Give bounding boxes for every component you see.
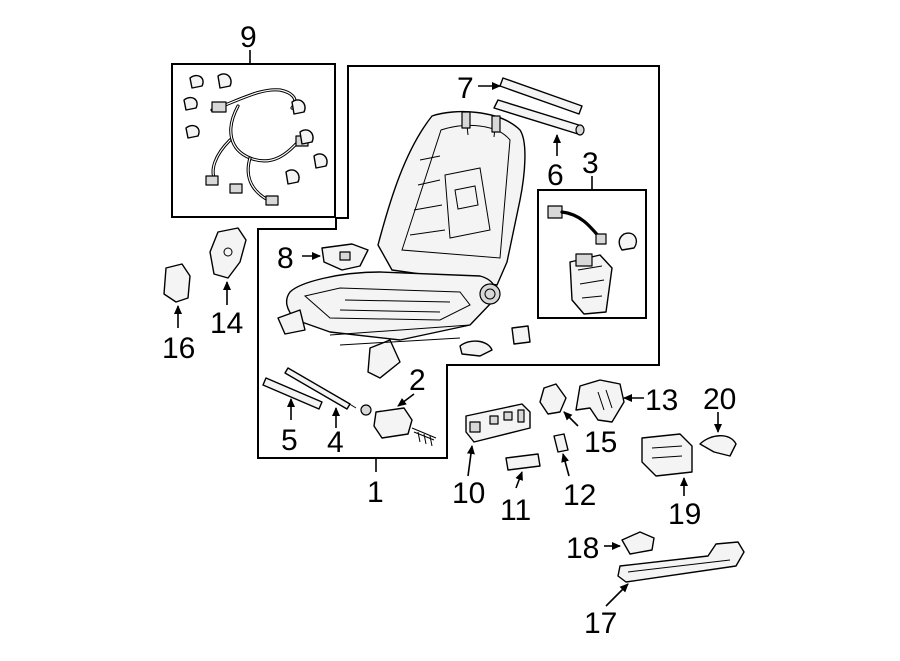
seat-cushion-frame bbox=[277, 271, 501, 379]
callout-13: 13 bbox=[645, 384, 678, 417]
callout-4: 4 bbox=[327, 426, 344, 459]
seat-back-frame bbox=[377, 111, 526, 286]
part-15-knob bbox=[539, 383, 567, 415]
callout-7: 7 bbox=[457, 72, 474, 105]
part-6-rod bbox=[493, 99, 585, 136]
callout-10: 10 bbox=[452, 477, 485, 510]
callout-17: 17 bbox=[584, 607, 617, 640]
part-20-cap bbox=[699, 435, 737, 457]
part-3-motor-assembly bbox=[547, 205, 638, 315]
part-7-rod bbox=[499, 77, 583, 115]
callout-2: 2 bbox=[409, 364, 426, 397]
callout-18: 18 bbox=[566, 532, 599, 565]
part-11-knob bbox=[505, 453, 541, 471]
seat-frame-group-box bbox=[257, 65, 660, 459]
part-19-module bbox=[641, 433, 693, 477]
clip-part bbox=[511, 325, 531, 345]
part-17-side-cover bbox=[617, 541, 745, 583]
part-10-switch bbox=[465, 403, 531, 443]
callout-9: 9 bbox=[240, 21, 257, 54]
callout-15: 15 bbox=[584, 426, 617, 459]
callout-11: 11 bbox=[500, 494, 531, 527]
part-14-cover bbox=[209, 227, 247, 279]
callout-6: 6 bbox=[547, 159, 564, 192]
callout-12: 12 bbox=[563, 479, 596, 512]
part-8-module bbox=[321, 243, 369, 271]
part-4-shaft bbox=[284, 367, 372, 416]
part-9-wiring-harness bbox=[183, 73, 328, 206]
part-9-box bbox=[171, 63, 336, 218]
part-16-cover bbox=[163, 263, 191, 303]
callout-3: 3 bbox=[582, 147, 599, 180]
part-12-knob bbox=[553, 433, 569, 453]
callout-20: 20 bbox=[703, 383, 736, 416]
callout-8: 8 bbox=[277, 242, 294, 275]
part-13-cover bbox=[575, 379, 625, 423]
part-2-actuator bbox=[373, 407, 437, 447]
part-18-clip bbox=[621, 531, 655, 555]
callout-16: 16 bbox=[162, 332, 195, 365]
callout-14: 14 bbox=[210, 307, 243, 340]
callout-1: 1 bbox=[367, 476, 384, 509]
callout-19: 19 bbox=[668, 498, 701, 531]
callout-5: 5 bbox=[281, 424, 298, 457]
part-5-rod bbox=[262, 377, 323, 410]
